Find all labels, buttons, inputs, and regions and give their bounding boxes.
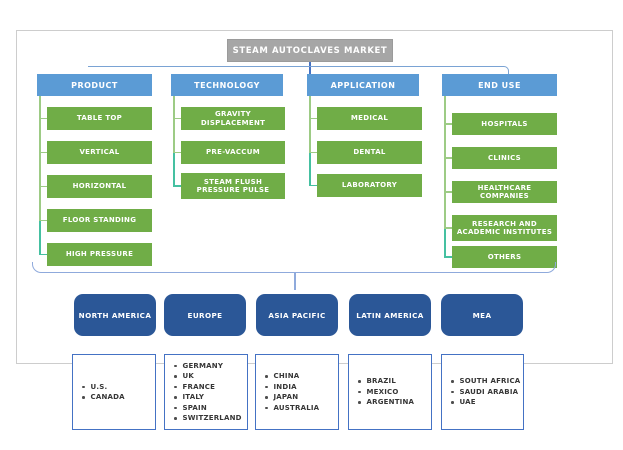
country-item: SAUDI ARABIA [442,387,523,398]
region-mea: MEA [441,294,523,336]
connector-stub [444,227,452,229]
connector-end-use-vline [444,96,446,228]
diagram-title: STEAM AUTOCLAVES MARKET [227,39,393,62]
connector-regions-drop [294,273,296,290]
node-laboratory: LABORATORY [317,174,422,197]
country-list-latin-america: BRAZIL MEXICO ARGENTINA [348,354,432,430]
connector-stub [173,185,181,187]
column-header-end-use: END USE [442,74,557,96]
country-item: SWITZERLAND [165,413,247,424]
connector-stub [173,117,181,119]
connector-technology-vline-teal [173,152,175,186]
node-high-pressure: HIGH PRESSURE [47,243,152,266]
country-item: ITALY [165,392,247,403]
node-healthcare-companies: HEALTHCARE COMPANIES [452,181,557,203]
region-north-america: NORTH AMERICA [74,294,156,336]
node-table-top: TABLE TOP [47,107,152,130]
connector-stub [39,219,47,221]
node-clinics: CLINICS [452,147,557,169]
country-item: SOUTH AFRICA [442,376,523,387]
column-header-product: PRODUCT [37,74,152,96]
connector-stub [444,157,452,159]
column-header-application: APPLICATION [307,74,419,96]
connector-stub [39,253,47,255]
country-item: UAE [442,397,523,408]
country-item: SPAIN [165,403,247,414]
node-pre-vaccum: PRE-VACCUM [181,141,285,164]
node-dental: DENTAL [317,141,422,164]
column-header-technology: TECHNOLOGY [171,74,283,96]
node-horizontal: HORIZONTAL [47,175,152,198]
connector-stub [444,256,452,258]
connector-regions-bracket [32,262,556,273]
country-item: CHINA [256,371,338,382]
country-item: AUSTRALIA [256,403,338,414]
connector-application-vline [309,96,311,153]
node-research-and-academic-institutes: RESEARCH AND ACADEMIC INSTITUTES [452,215,557,241]
country-item: INDIA [256,382,338,393]
connector-stub [444,191,452,193]
connector-stub [309,117,317,119]
node-vertical: VERTICAL [47,141,152,164]
country-item: JAPAN [256,392,338,403]
connector-stub [39,185,47,187]
country-item: GERMANY [165,361,247,372]
country-item: ARGENTINA [349,397,431,408]
node-others: OTHERS [452,246,557,268]
node-medical: MEDICAL [317,107,422,130]
connector-technology-vline [173,96,175,153]
node-steam-flush-pressure-pulse: STEAM FLUSH PRESSURE PULSE [181,173,285,199]
connector-title-drop [309,62,311,74]
connector-stub [309,184,317,186]
connector-stub [39,117,47,119]
country-item: U.S. [73,382,155,393]
connector-application-vline-teal [309,152,311,186]
connector-stub [39,151,47,153]
country-list-asia-pacific: CHINA INDIA JAPAN AUSTRALIA [255,354,339,430]
country-item: FRANCE [165,382,247,393]
country-item: UK [165,371,247,382]
connector-stub [309,151,317,153]
country-item: CANADA [73,392,155,403]
country-list-europe: GERMANY UK FRANCE ITALY SPAIN SWITZERLAN… [164,354,248,430]
region-latin-america: LATIN AMERICA [349,294,431,336]
node-floor-standing: FLOOR STANDING [47,209,152,232]
node-hospitals: HOSPITALS [452,113,557,135]
connector-product-vline-teal [39,220,41,255]
node-gravity-displacement: GRAVITY DISPLACEMENT [181,107,285,130]
country-item: MEXICO [349,387,431,398]
connector-header-line [88,65,509,75]
country-item: BRAZIL [349,376,431,387]
region-europe: EUROPE [164,294,246,336]
connector-product-vline [39,96,41,221]
connector-end-use-vline-teal [444,228,446,257]
region-asia-pacific: ASIA PACIFIC [256,294,338,336]
connector-stub [444,123,452,125]
country-list-mea: SOUTH AFRICA SAUDI ARABIA UAE [441,354,524,430]
connector-stub [173,151,181,153]
country-list-north-america: U.S. CANADA [72,354,156,430]
